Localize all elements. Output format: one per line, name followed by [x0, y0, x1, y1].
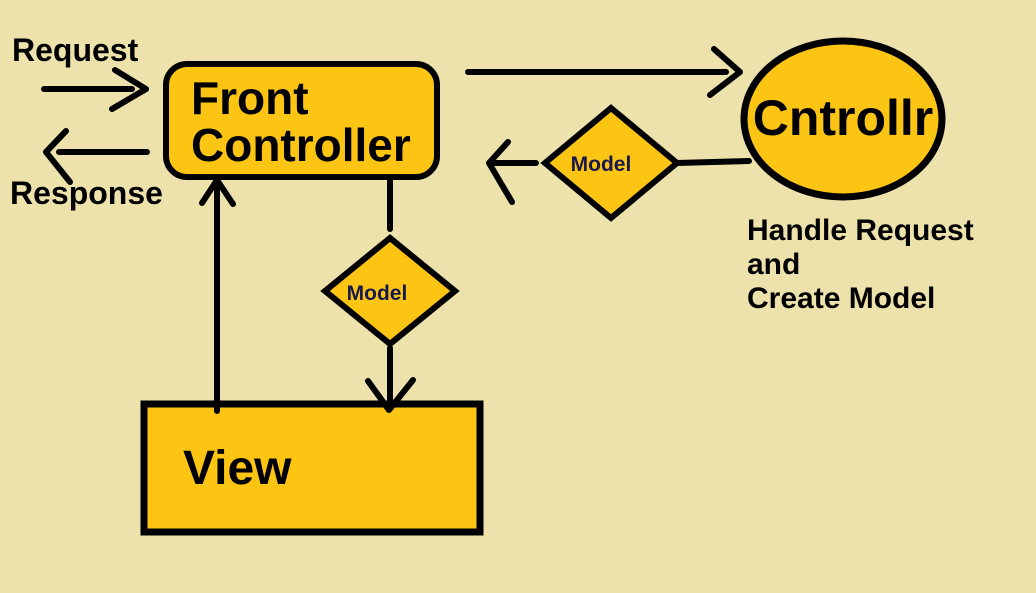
view-node — [140, 400, 484, 536]
controller-note-line3: Create Model — [747, 282, 935, 315]
model-upper-label: Model — [571, 153, 632, 176]
response-label: Response — [10, 175, 163, 211]
front-controller-label-line2: Controller — [191, 119, 411, 171]
controller-node — [740, 37, 946, 201]
model-upper-node — [540, 104, 682, 222]
model-lower-label: Model — [347, 282, 408, 305]
front-controller-label-line1: Front — [191, 72, 309, 124]
request-arrow — [41, 67, 149, 112]
response-arrow — [43, 128, 150, 185]
view-to-front-controller-arrow — [199, 177, 236, 414]
view-label: View — [183, 442, 292, 495]
model-lower-node — [320, 234, 460, 348]
model-to-front-controller-arrow — [486, 139, 539, 205]
front-controller-to-controller-arrow — [465, 46, 743, 98]
model-to-view-arrow — [365, 345, 416, 413]
request-label: Request — [12, 32, 139, 68]
controller-note-line2: and — [747, 248, 800, 281]
controller-label: Cntrollr — [753, 90, 934, 146]
controller-note-line1: Handle Request — [747, 214, 974, 247]
front-controller-node — [163, 61, 440, 180]
controller-to-model-line — [674, 158, 752, 166]
